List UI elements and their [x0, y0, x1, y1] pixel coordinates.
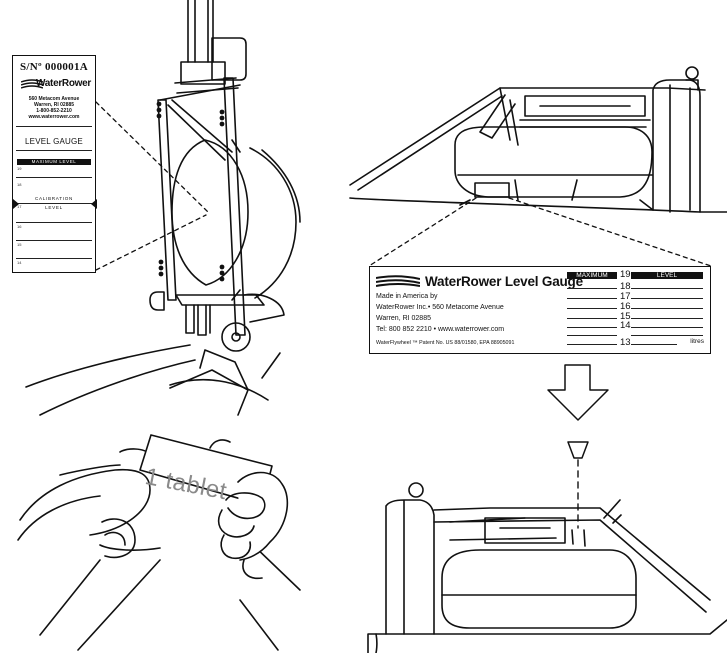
- tick-line: [16, 203, 92, 204]
- scale-line: [631, 344, 677, 345]
- gauge-label-title: WaterRower Level Gauge: [425, 274, 583, 289]
- tick-line: [16, 222, 92, 223]
- address-line: www.waterrower.com: [28, 114, 80, 120]
- scale-line: [631, 327, 703, 328]
- level-bar: LEVEL: [631, 272, 703, 279]
- divider: [16, 150, 92, 151]
- waterrower-logo-icon: [376, 275, 420, 287]
- calibration-text: CALIBRATION: [35, 196, 73, 201]
- scale-line: [567, 288, 617, 289]
- brand-row: WaterRower: [17, 78, 91, 90]
- scale-line: [567, 318, 617, 319]
- level-text: LEVEL: [45, 205, 63, 210]
- info-line: WaterRower Inc.• 560 Metacome Avenue: [376, 304, 504, 311]
- scale-line: [631, 288, 703, 289]
- tick-label: 18: [17, 182, 22, 187]
- scale-line: [631, 335, 703, 336]
- rower-front-view-drawing: [367, 482, 727, 653]
- address-line: 560 Metacom Avenue: [28, 96, 80, 102]
- info-line: Tel: 800 852 2210 • www.waterrower.com: [376, 326, 505, 333]
- leader-line: [368, 197, 712, 267]
- scale-line: [567, 308, 617, 309]
- tick-label: 17: [17, 204, 22, 209]
- scale-line: [631, 308, 703, 309]
- rower-top-view-drawing: [349, 66, 727, 213]
- measure-cup: [567, 441, 589, 459]
- info-line: Made in America by: [376, 293, 438, 300]
- scale-line: [567, 327, 617, 328]
- serial-number: S/Nº 000001A: [19, 61, 89, 73]
- maximum-level-bar: MAXIMUM LEVEL: [17, 159, 91, 165]
- tick-label: 19: [17, 166, 22, 171]
- scale-number: 13: [620, 337, 631, 348]
- info-line: Warren, RI 02885: [376, 315, 431, 322]
- tick-line: [16, 258, 92, 259]
- scale-number: 19: [620, 269, 631, 280]
- scale-number: 18: [620, 281, 631, 292]
- level-gauge-label: WaterRower Level Gauge Made in America b…: [369, 266, 711, 354]
- tick-label: 15: [17, 242, 22, 247]
- tick-label: 14: [17, 260, 22, 265]
- tick-label: 16: [17, 224, 22, 229]
- divider: [16, 126, 92, 127]
- maximum-bar: MAXIMUM: [567, 272, 617, 279]
- scale-line: [567, 344, 617, 345]
- leader-line: [95, 101, 209, 271]
- scale-line: [631, 318, 703, 319]
- waterrower-logo-icon: [21, 79, 43, 89]
- address-line: Warren, RI 02885: [33, 102, 75, 108]
- upright-rower-drawing: [149, 0, 301, 352]
- vertical-level-gauge-label: S/Nº 000001A WaterRower 560 Metacom Aven…: [12, 55, 97, 273]
- tablet-insert-drawing: [17, 344, 301, 651]
- down-arrow: [547, 364, 609, 421]
- label-title: LEVEL GAUGE: [25, 137, 83, 146]
- unit-label: litres: [690, 338, 704, 345]
- scale-line: [631, 298, 703, 299]
- scale-number: 15: [620, 311, 631, 322]
- tick-line: [16, 177, 92, 178]
- scale-line: [567, 335, 617, 336]
- scale-number: 14: [620, 320, 631, 331]
- patent-text: WaterFlywheel ™ Patent No. US 88/01580, …: [376, 340, 515, 346]
- scale-number: 17: [620, 291, 631, 302]
- brand-name: WaterRower: [36, 78, 91, 89]
- address-line: 1-800-852-2210: [36, 108, 72, 114]
- scale-number: 16: [620, 301, 631, 312]
- tick-line: [16, 240, 92, 241]
- scale-line: [567, 298, 617, 299]
